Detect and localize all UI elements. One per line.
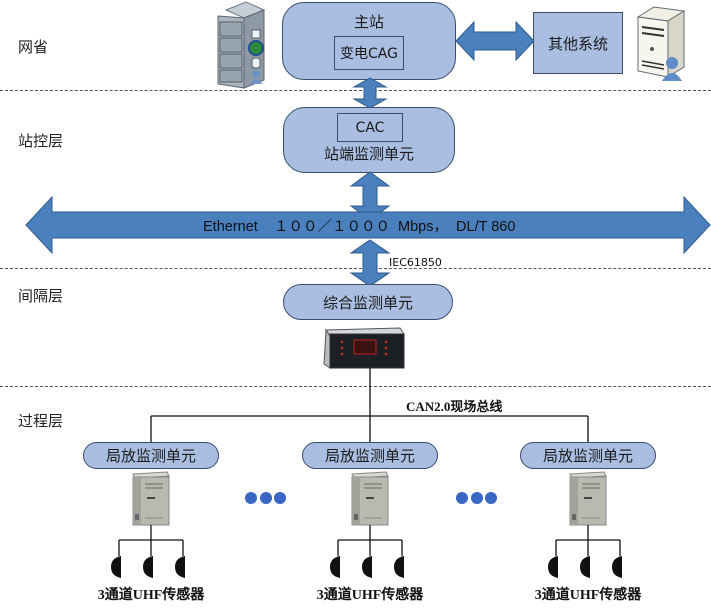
ethernet-bus-label: Ethernet １００／１０００ Mbps， DL/T 860 [203,215,515,236]
master-station-title: 主站 [353,13,384,31]
integrated-monitoring-unit-label: 综合监测单元 [322,293,413,312]
monitoring-device-icon [323,327,405,369]
uhf-sensor-icon [394,556,404,578]
pd-monitoring-unit-label: 局放监测单元 [105,447,196,465]
layer-label-province: 网省 [18,38,49,56]
ellipsis-dot [485,492,497,504]
substation-cag-label: 变电CAG [340,46,398,62]
pd-cabinet-and-sensors [548,471,622,578]
pd-monitoring-unit-box[interactable]: 局放监测单元 [83,442,219,469]
ellipsis-dot [471,492,483,504]
ethernet-unit: Mbps， [398,219,448,235]
cabinet-icon [132,471,170,526]
pd-monitoring-unit-label: 局放监测单元 [542,447,633,465]
database-icon [251,57,261,69]
pd-monitoring-unit-box[interactable]: 局放监测单元 [520,442,656,469]
station-monitoring-unit-label: 站端监测单元 [323,145,414,163]
cac-label: CAC [355,119,385,136]
cac-box[interactable]: CAC [337,113,403,142]
ethernet-speed: １００／１０００ [273,219,390,235]
ethernet-protocol: DL/T 860 [456,219,516,235]
integrated-monitoring-unit-box[interactable]: 综合监测单元 [283,284,453,320]
uhf-sensor-label: 3通道UHF传感器 [97,588,205,603]
ethernet-name: Ethernet [203,219,258,235]
layer-label-process: 过程层 [18,412,64,430]
other-systems-box[interactable]: 其他系统 [533,12,623,74]
uhf-sensor-icon [175,556,185,578]
cabinet-icon [351,471,389,526]
layer-divider [0,90,711,91]
iec61850-label: IEC61850 [389,256,442,269]
ellipsis-dot [274,492,286,504]
can-bus-label: CAN2.0现场总线 [406,399,503,414]
user-icon [666,57,678,69]
pd-cabinet-and-sensors [111,471,185,578]
ellipsis-dot [245,492,257,504]
uhf-sensor-icon [143,556,153,578]
uhf-sensor-icon [362,556,372,578]
uhf-sensor-icon [111,556,121,578]
pd-cabinet-and-sensors [330,471,404,578]
uhf-sensor-icon [580,556,590,578]
cabinet-icon [569,471,607,526]
uhf-sensor-icon [330,556,340,578]
ellipsis-dot [260,492,272,504]
layer-divider [0,268,711,269]
workstation-server-icon [636,6,686,81]
uhf-sensor-label: 3通道UHF传感器 [534,588,642,603]
layer-divider [0,386,711,387]
layer-label-station-control: 站控层 [18,132,64,150]
ethernet-bus-arrow [25,195,711,255]
uhf-sensor-icon [612,556,622,578]
ellipsis-dot [456,492,468,504]
globe-icon [248,40,264,56]
uhf-sensor-label: 3通道UHF传感器 [316,588,424,603]
pd-monitoring-unit-box[interactable]: 局放监测单元 [302,442,438,469]
substation-cag-box[interactable]: 变电CAG [334,36,404,70]
other-systems-label: 其他系统 [547,34,608,53]
user-icon [252,70,260,78]
server-rack-icon [217,1,266,89]
pd-monitoring-unit-label: 局放监测单元 [324,447,415,465]
uhf-sensor-icon [548,556,558,578]
layer-label-bay: 间隔层 [18,287,64,305]
monitor-icon [251,29,261,39]
